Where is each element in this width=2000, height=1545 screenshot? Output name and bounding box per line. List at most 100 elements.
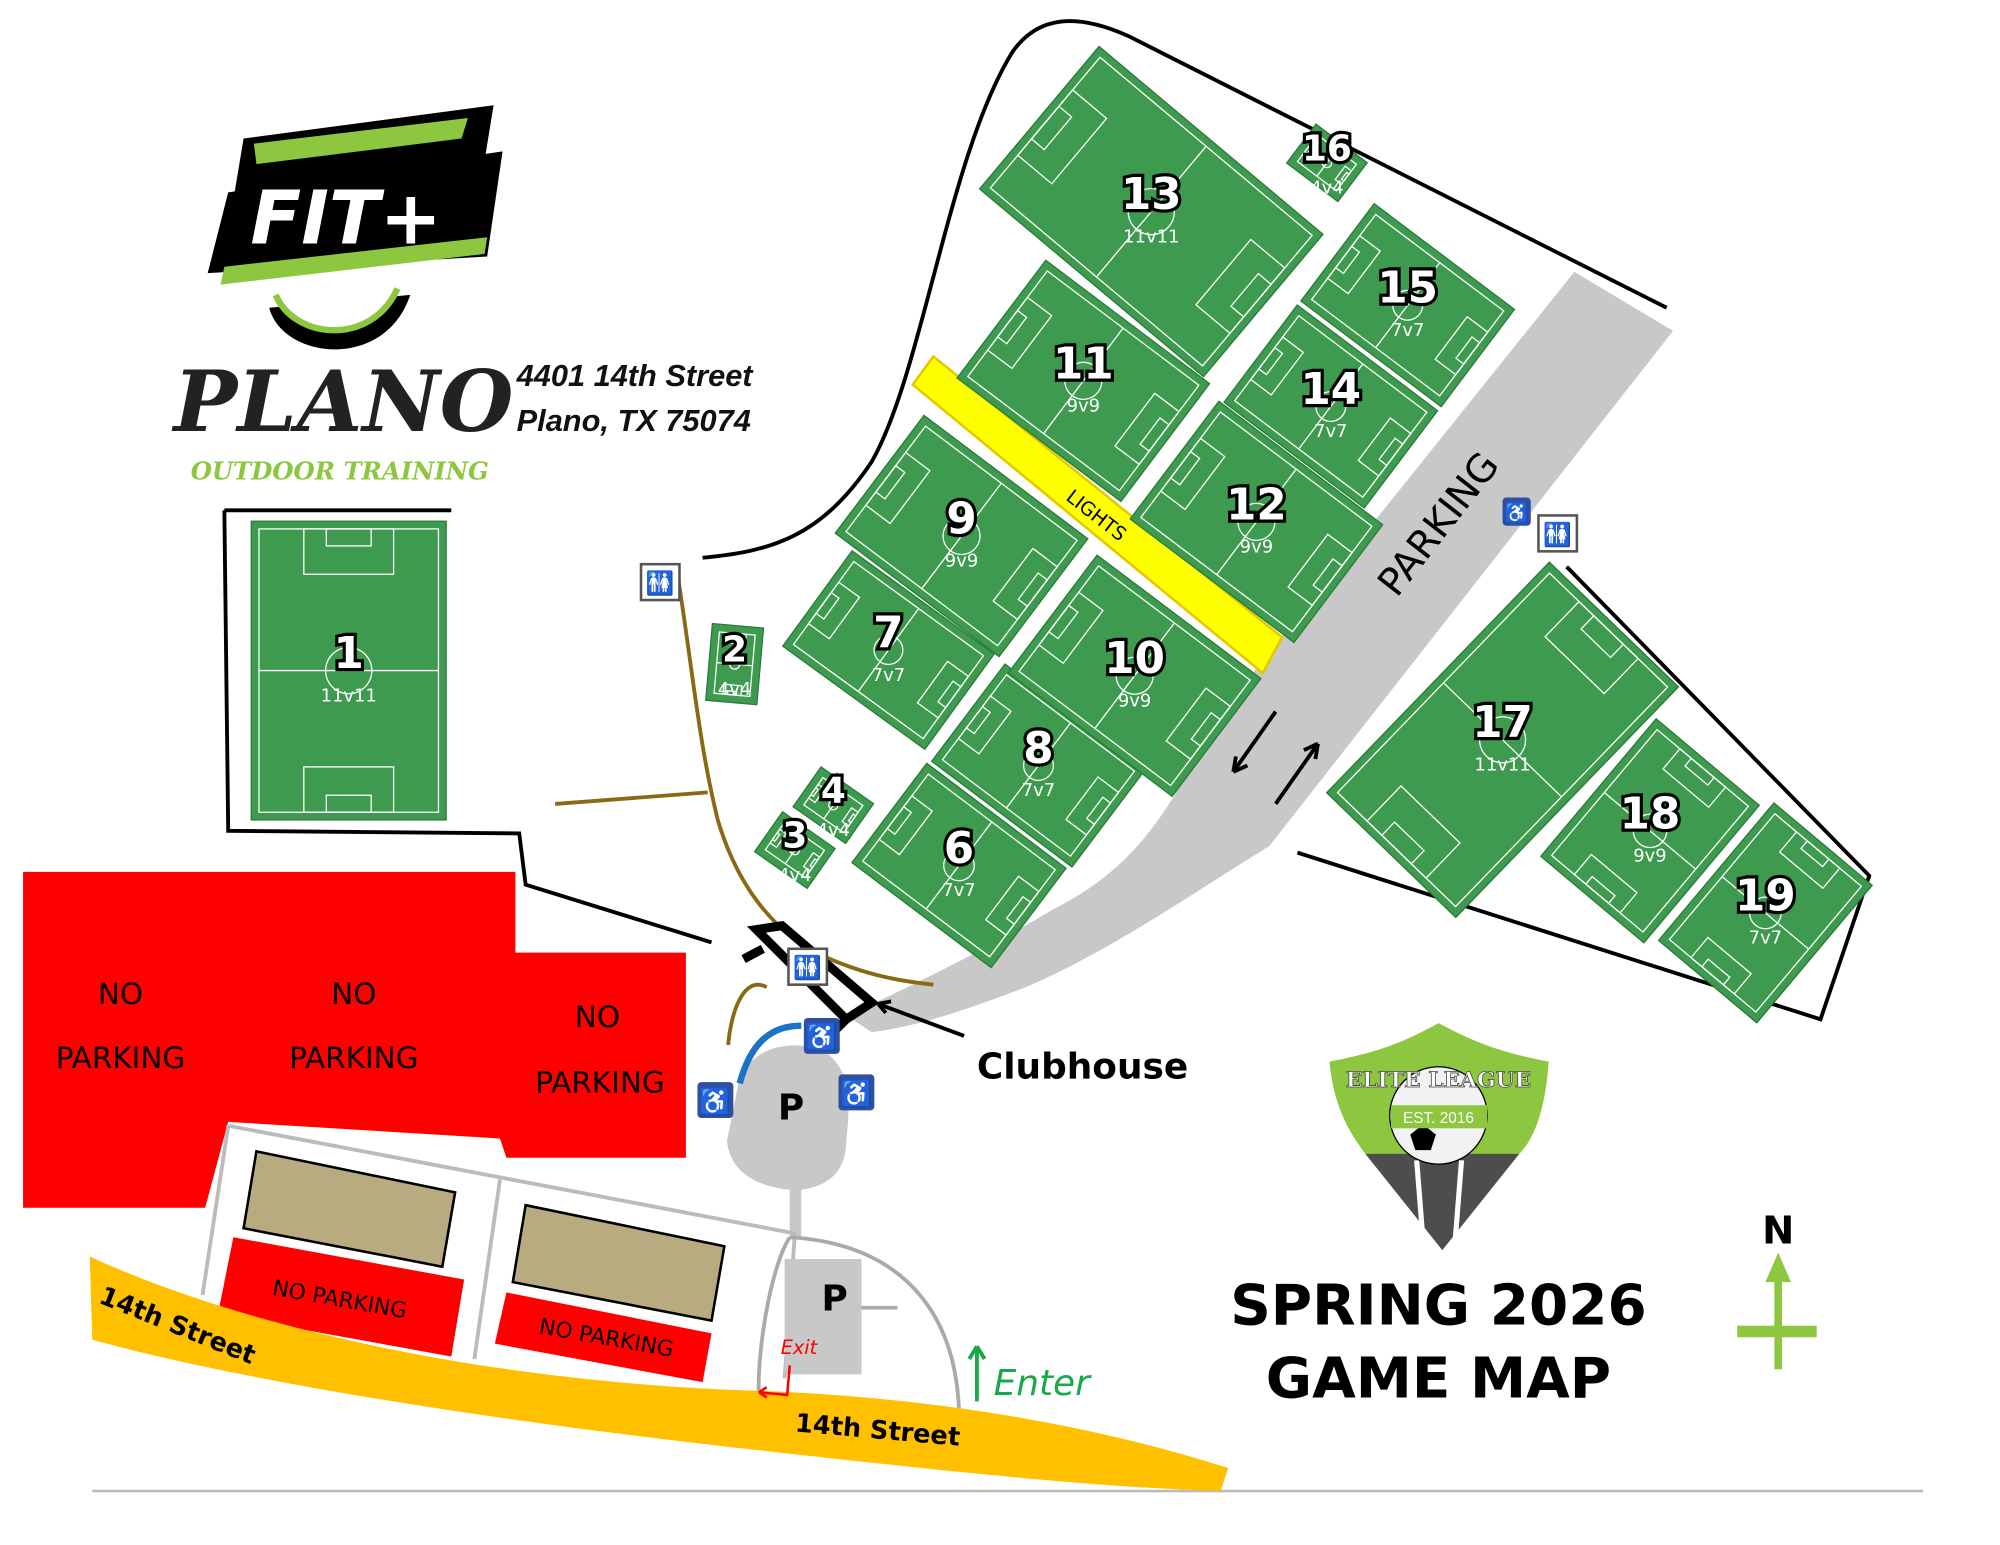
two-way-arrows bbox=[1231, 710, 1320, 806]
fit-logo-text: FIT+ bbox=[250, 175, 441, 262]
field-number: 14 bbox=[1300, 365, 1361, 415]
city-name: PLANO bbox=[172, 352, 514, 451]
field-pitch bbox=[250, 520, 447, 821]
field-format: 7v7 bbox=[872, 665, 905, 686]
site-boundary bbox=[222, 19, 1872, 1022]
field-pitch bbox=[1129, 400, 1384, 644]
field-pitch bbox=[1657, 802, 1874, 1024]
field-format: 11v11 bbox=[1474, 755, 1530, 776]
restroom-icon: 🚻 bbox=[1537, 514, 1579, 553]
north-arrow-icon: N bbox=[1737, 1209, 1817, 1370]
field-number: 8 bbox=[1023, 724, 1053, 774]
field-number: 1 bbox=[334, 629, 364, 679]
tagline: OUTDOOR TRAINING bbox=[191, 457, 489, 486]
parking-word-label: PARKING bbox=[289, 1041, 418, 1075]
north-label: N bbox=[1762, 1209, 1794, 1254]
field-pitch bbox=[956, 259, 1211, 503]
field-number: 9 bbox=[946, 494, 976, 544]
field-format: 7v7 bbox=[1391, 320, 1424, 341]
field-pitch bbox=[978, 45, 1324, 378]
field-number: 10 bbox=[1104, 634, 1165, 684]
field-number: 11 bbox=[1053, 339, 1114, 389]
exit-arrow bbox=[758, 1365, 792, 1399]
clubhouse-building: 🚻 Clubhouse bbox=[741, 920, 1188, 1087]
accessible-route-arrow bbox=[736, 1022, 802, 1085]
clubhouse-parking: P bbox=[726, 1022, 849, 1238]
lights-bar: LIGHTS bbox=[911, 354, 1284, 676]
parking-symbol: P bbox=[821, 1278, 847, 1319]
field-number: 12 bbox=[1226, 480, 1287, 530]
field-pitch bbox=[1539, 717, 1761, 944]
league-logo-text: ELITE LEAGUE bbox=[1346, 1068, 1532, 1093]
field-13[interactable]: 13 11v11 bbox=[978, 45, 1324, 378]
field-number: 19 bbox=[1735, 871, 1796, 921]
accessible-parking-icon: ♿ bbox=[697, 1082, 734, 1119]
exit-label: Exit bbox=[781, 1336, 819, 1359]
field-pitch bbox=[705, 622, 765, 706]
field-pitch bbox=[851, 762, 1067, 969]
field-number: 13 bbox=[1121, 170, 1182, 220]
field-pitch bbox=[792, 765, 875, 845]
restroom-icon: 🚻 bbox=[639, 562, 681, 602]
svg-text:🚻: 🚻 bbox=[646, 570, 675, 597]
svg-text:🚻: 🚻 bbox=[1543, 521, 1572, 548]
parking-word-label: PARKING bbox=[56, 1041, 185, 1075]
field-pitch bbox=[930, 663, 1147, 868]
accessible-parking-icon: ♿ bbox=[838, 1074, 875, 1111]
accessible-parking-icon: ♿ bbox=[1502, 497, 1531, 526]
map-title-line1: SPRING 2026 bbox=[1230, 1273, 1647, 1338]
field-pitch bbox=[781, 549, 996, 751]
no-parking-zone: NO PARKING NO PARKING NO PARKING bbox=[23, 871, 686, 1208]
field-format: 7v7 bbox=[1749, 928, 1782, 949]
field-format: 11v11 bbox=[321, 685, 377, 706]
field-number: 17 bbox=[1472, 698, 1533, 748]
field-1[interactable]: 1 11v11 bbox=[250, 520, 447, 821]
field-number: 18 bbox=[1620, 789, 1681, 839]
field-14[interactable]: 14 7v7 bbox=[1223, 304, 1439, 509]
field-format: 4v4 bbox=[817, 820, 850, 841]
field-format: 7v7 bbox=[1314, 421, 1347, 442]
walking-paths bbox=[554, 570, 934, 1046]
lower-parking-lot: NO PARKING NO PARKING P bbox=[200, 1123, 961, 1411]
svg-text:♿: ♿ bbox=[699, 1086, 731, 1116]
no-label: NO bbox=[98, 977, 143, 1011]
field-format: 7v7 bbox=[942, 880, 975, 901]
field-format: 11v11 bbox=[1123, 226, 1179, 247]
parking-symbol: P bbox=[778, 1087, 804, 1128]
field-number: 6 bbox=[944, 824, 974, 874]
parking-road bbox=[846, 271, 1674, 1033]
parking-word-label: PARKING bbox=[535, 1065, 664, 1099]
field-pitch bbox=[834, 414, 1089, 658]
field-pitch bbox=[753, 810, 836, 890]
svg-text:🚻: 🚻 bbox=[793, 955, 822, 982]
field-format: 9v9 bbox=[1067, 396, 1100, 417]
field-number: 15 bbox=[1377, 264, 1438, 314]
no-label: NO bbox=[331, 977, 376, 1011]
field-number: 3 bbox=[782, 816, 807, 857]
field-pitch bbox=[1325, 561, 1680, 919]
field-pitch bbox=[1007, 554, 1262, 798]
field-pitch bbox=[1285, 123, 1369, 203]
enter-label: Enter bbox=[994, 1363, 1093, 1404]
field-format: 9v9 bbox=[1118, 690, 1151, 711]
restroom-icon: 🚻 bbox=[787, 947, 829, 986]
field-format: 9v9 bbox=[1240, 537, 1273, 558]
field-17[interactable]: 17 11v11 bbox=[1325, 561, 1680, 919]
svg-text:♿: ♿ bbox=[840, 1079, 872, 1109]
